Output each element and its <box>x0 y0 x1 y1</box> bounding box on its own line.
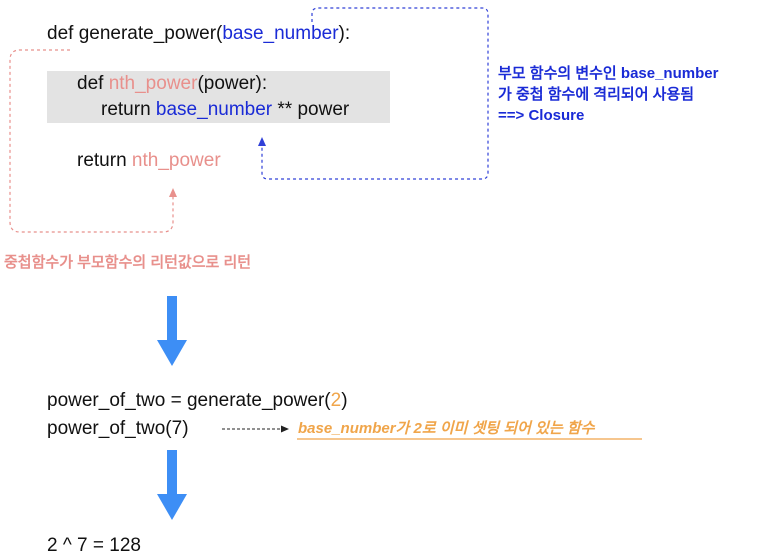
nth-power-return-ref: nth_power <box>131 150 221 171</box>
outer-def-line: def generate_power(base_number): <box>47 23 351 44</box>
closure-note-line-3: ==> Closure <box>498 107 585 124</box>
inner-return-line: return base_number ** power <box>101 99 350 120</box>
return-bracket-line <box>9 49 174 233</box>
result-line: 2 ^ 7 = 128 <box>47 535 141 556</box>
closure-note: 부모 함수의 변수인 base_number 가 중첩 함수에 격리되어 사용됨… <box>498 63 718 126</box>
flow-arrow-down-2 <box>157 450 187 520</box>
preset-note: base_number가 2로 이미 셋팅 되어 있는 함수 <box>298 420 595 437</box>
closure-bracket-line <box>261 7 489 180</box>
call-line: power_of_two(7) <box>47 418 189 439</box>
arg-two: 2 <box>330 390 342 411</box>
nth-power-name: nth_power <box>108 73 198 94</box>
closure-note-line-2: 가 중첩 함수에 격리되어 사용됨 <box>498 86 695 103</box>
flow-arrow-down-1 <box>157 296 187 366</box>
return-note: 중첩함수가 부모함수의 리턴값으로 리턴 <box>4 254 252 271</box>
call-pointer-arrowhead <box>281 425 289 433</box>
closure-note-line-1: 부모 함수의 변수인 base_number <box>498 65 719 82</box>
outer-return-line: return nth_power <box>77 150 221 171</box>
return-arrowhead <box>169 188 177 197</box>
nested-function-highlight <box>47 71 390 123</box>
closure-arrowhead <box>258 137 266 146</box>
base-number-ref: base_number <box>155 99 273 120</box>
assign-line: power_of_two = generate_power(2) <box>47 390 348 411</box>
base-number-param: base_number <box>222 23 339 44</box>
inner-def-line: def nth_power(power): <box>77 73 268 94</box>
